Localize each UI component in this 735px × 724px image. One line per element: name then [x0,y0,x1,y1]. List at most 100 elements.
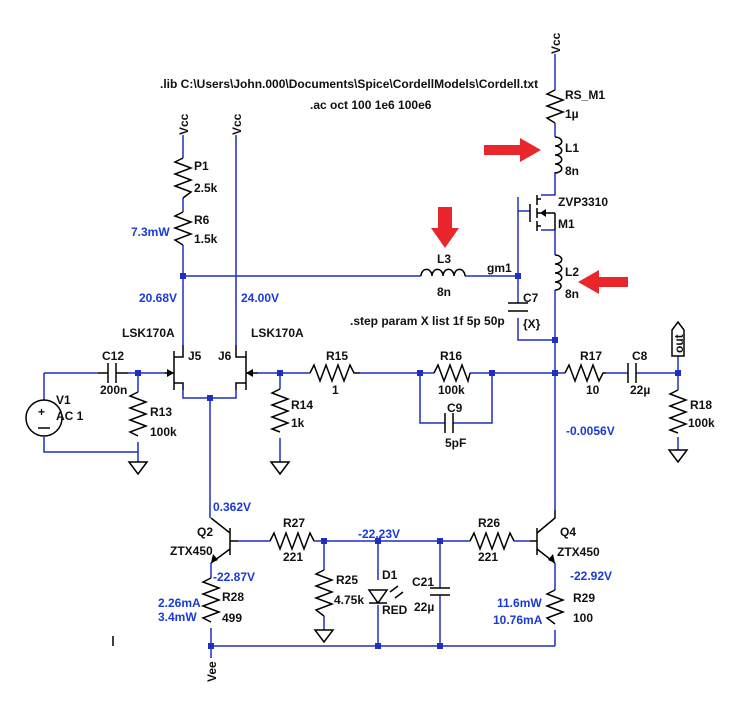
r15-value: 1 [332,383,339,397]
step-directive: .step param X list 1f 5p 50p [350,314,505,328]
resistor-r14[interactable] [269,388,291,433]
c21-name: C21 [412,575,434,589]
arrow-pointing-l1 [484,138,541,162]
vcc-label-m1: Vcc [549,32,563,54]
potentiometer-p1[interactable] [172,157,194,199]
v-q4-emitter-annotation: -22.92V [570,569,612,583]
inductor-l1[interactable] [554,136,563,174]
diode-d1[interactable] [367,585,404,605]
resistor-r16[interactable] [433,362,471,384]
v-bias-annotation: -22.23V [358,527,400,541]
l2-value: 8n [565,287,579,301]
p1-value: 2.5k [194,181,218,195]
c7-value: {X} [523,317,541,331]
r18-name: R18 [690,398,712,412]
ground-symbol-r14 [269,461,291,476]
v-j5-drain-annotation: 20.68V [139,291,177,305]
ground-symbol-v1 [127,461,149,476]
c8-name: C8 [632,349,648,363]
resistor-r26[interactable] [469,530,515,552]
resistor-r25[interactable] [313,569,335,617]
capacitor-c7[interactable] [508,302,528,312]
r16-name: R16 [440,349,462,363]
jfet-j5[interactable] [165,345,184,390]
p1-name: P1 [194,159,209,173]
r17-value: 10 [586,383,600,397]
v1-name: V1 [56,393,71,407]
jfet-j6[interactable] [235,345,258,390]
inductor-l3[interactable] [420,268,466,277]
mosfet-m1[interactable] [529,195,556,231]
r13-name: R13 [150,405,172,419]
svg-text:+: + [38,405,45,419]
c21-value: 22µ [414,600,434,614]
r16-value: 100k [438,383,465,397]
c9-name: C9 [447,401,463,415]
resistor-r13[interactable] [127,391,149,437]
r25-name: R25 [336,573,358,587]
resistor-r28[interactable] [200,577,222,623]
resistor-r17[interactable] [564,362,606,384]
resistor-r27[interactable] [269,530,315,552]
l2-name: L2 [565,265,579,279]
r28-value: 499 [222,611,242,625]
output-port [671,320,685,357]
d1-name: D1 [382,568,398,582]
vcc-label-j6: Vcc [230,113,244,135]
q2-model: ZTX450 [170,544,213,558]
r29-value: 100 [573,611,593,625]
l3-name: L3 [437,252,451,266]
j6-model: LSK170A [251,326,304,340]
capacitor-c12[interactable] [98,363,128,383]
ac-directive: .ac oct 100 1e6 100e6 [310,98,432,112]
resistor-r29[interactable] [544,589,566,625]
capacitor-c21[interactable] [430,587,450,596]
r27-name: R27 [283,516,305,530]
c12-value: 200n [100,383,127,397]
c12-name: C12 [102,349,124,363]
transistor-q2[interactable] [210,517,238,564]
r6-value: 1.5k [194,232,218,246]
q2-name: Q2 [197,525,213,539]
j6-name: J6 [218,349,232,363]
j5-model: LSK170A [122,326,175,340]
arrow-pointing-l3 [431,207,459,248]
r26-name: R26 [478,516,500,530]
vee-label: Vee [205,661,219,682]
resistor-r15[interactable] [309,362,360,384]
q4-model: ZTX450 [557,545,600,559]
r25-value: 4.75k [334,593,364,607]
i-r29-annotation: 10.76mA [493,613,543,627]
out-label: out [672,334,686,353]
q4-name: Q4 [560,525,576,539]
r28-name: R28 [222,590,244,604]
capacitor-c9[interactable] [444,413,454,433]
capacitor-c8[interactable] [627,363,637,383]
c8-value: 22µ [630,383,650,397]
rs_m1-value: 1µ [565,107,579,121]
inductor-l2[interactable] [554,254,563,291]
rs_m1-name: RS_M1 [565,88,605,102]
lib-directive: .lib C:\Users\John.000\Documents\Spice\C… [160,77,538,91]
l3-value: 8n [437,285,451,299]
v-j6-drain-annotation: 24.00V [241,291,279,305]
d1-model: RED [382,603,408,617]
resistor-rs_m1[interactable] [544,89,566,124]
transistor-q4[interactable] [530,510,556,564]
vcc-label-p1: Vcc [177,113,191,135]
v-out-node-annotation: -0.0056V [566,424,615,438]
l1-name: L1 [565,141,579,155]
r29-name: R29 [573,591,595,605]
p-q4-annotation: 11.6mW [497,596,542,610]
r26-value: 221 [478,550,498,564]
r18-value: 100k [688,416,715,430]
r27-value: 221 [283,550,303,564]
l1-value: 8n [565,164,579,178]
resistor-r6[interactable] [172,211,194,246]
voltage-source-v1[interactable]: + [25,399,63,437]
v1-value: AC 1 [56,409,84,423]
junctions [135,273,681,649]
j5-name: J5 [188,349,202,363]
resistor-r18[interactable] [667,389,689,434]
